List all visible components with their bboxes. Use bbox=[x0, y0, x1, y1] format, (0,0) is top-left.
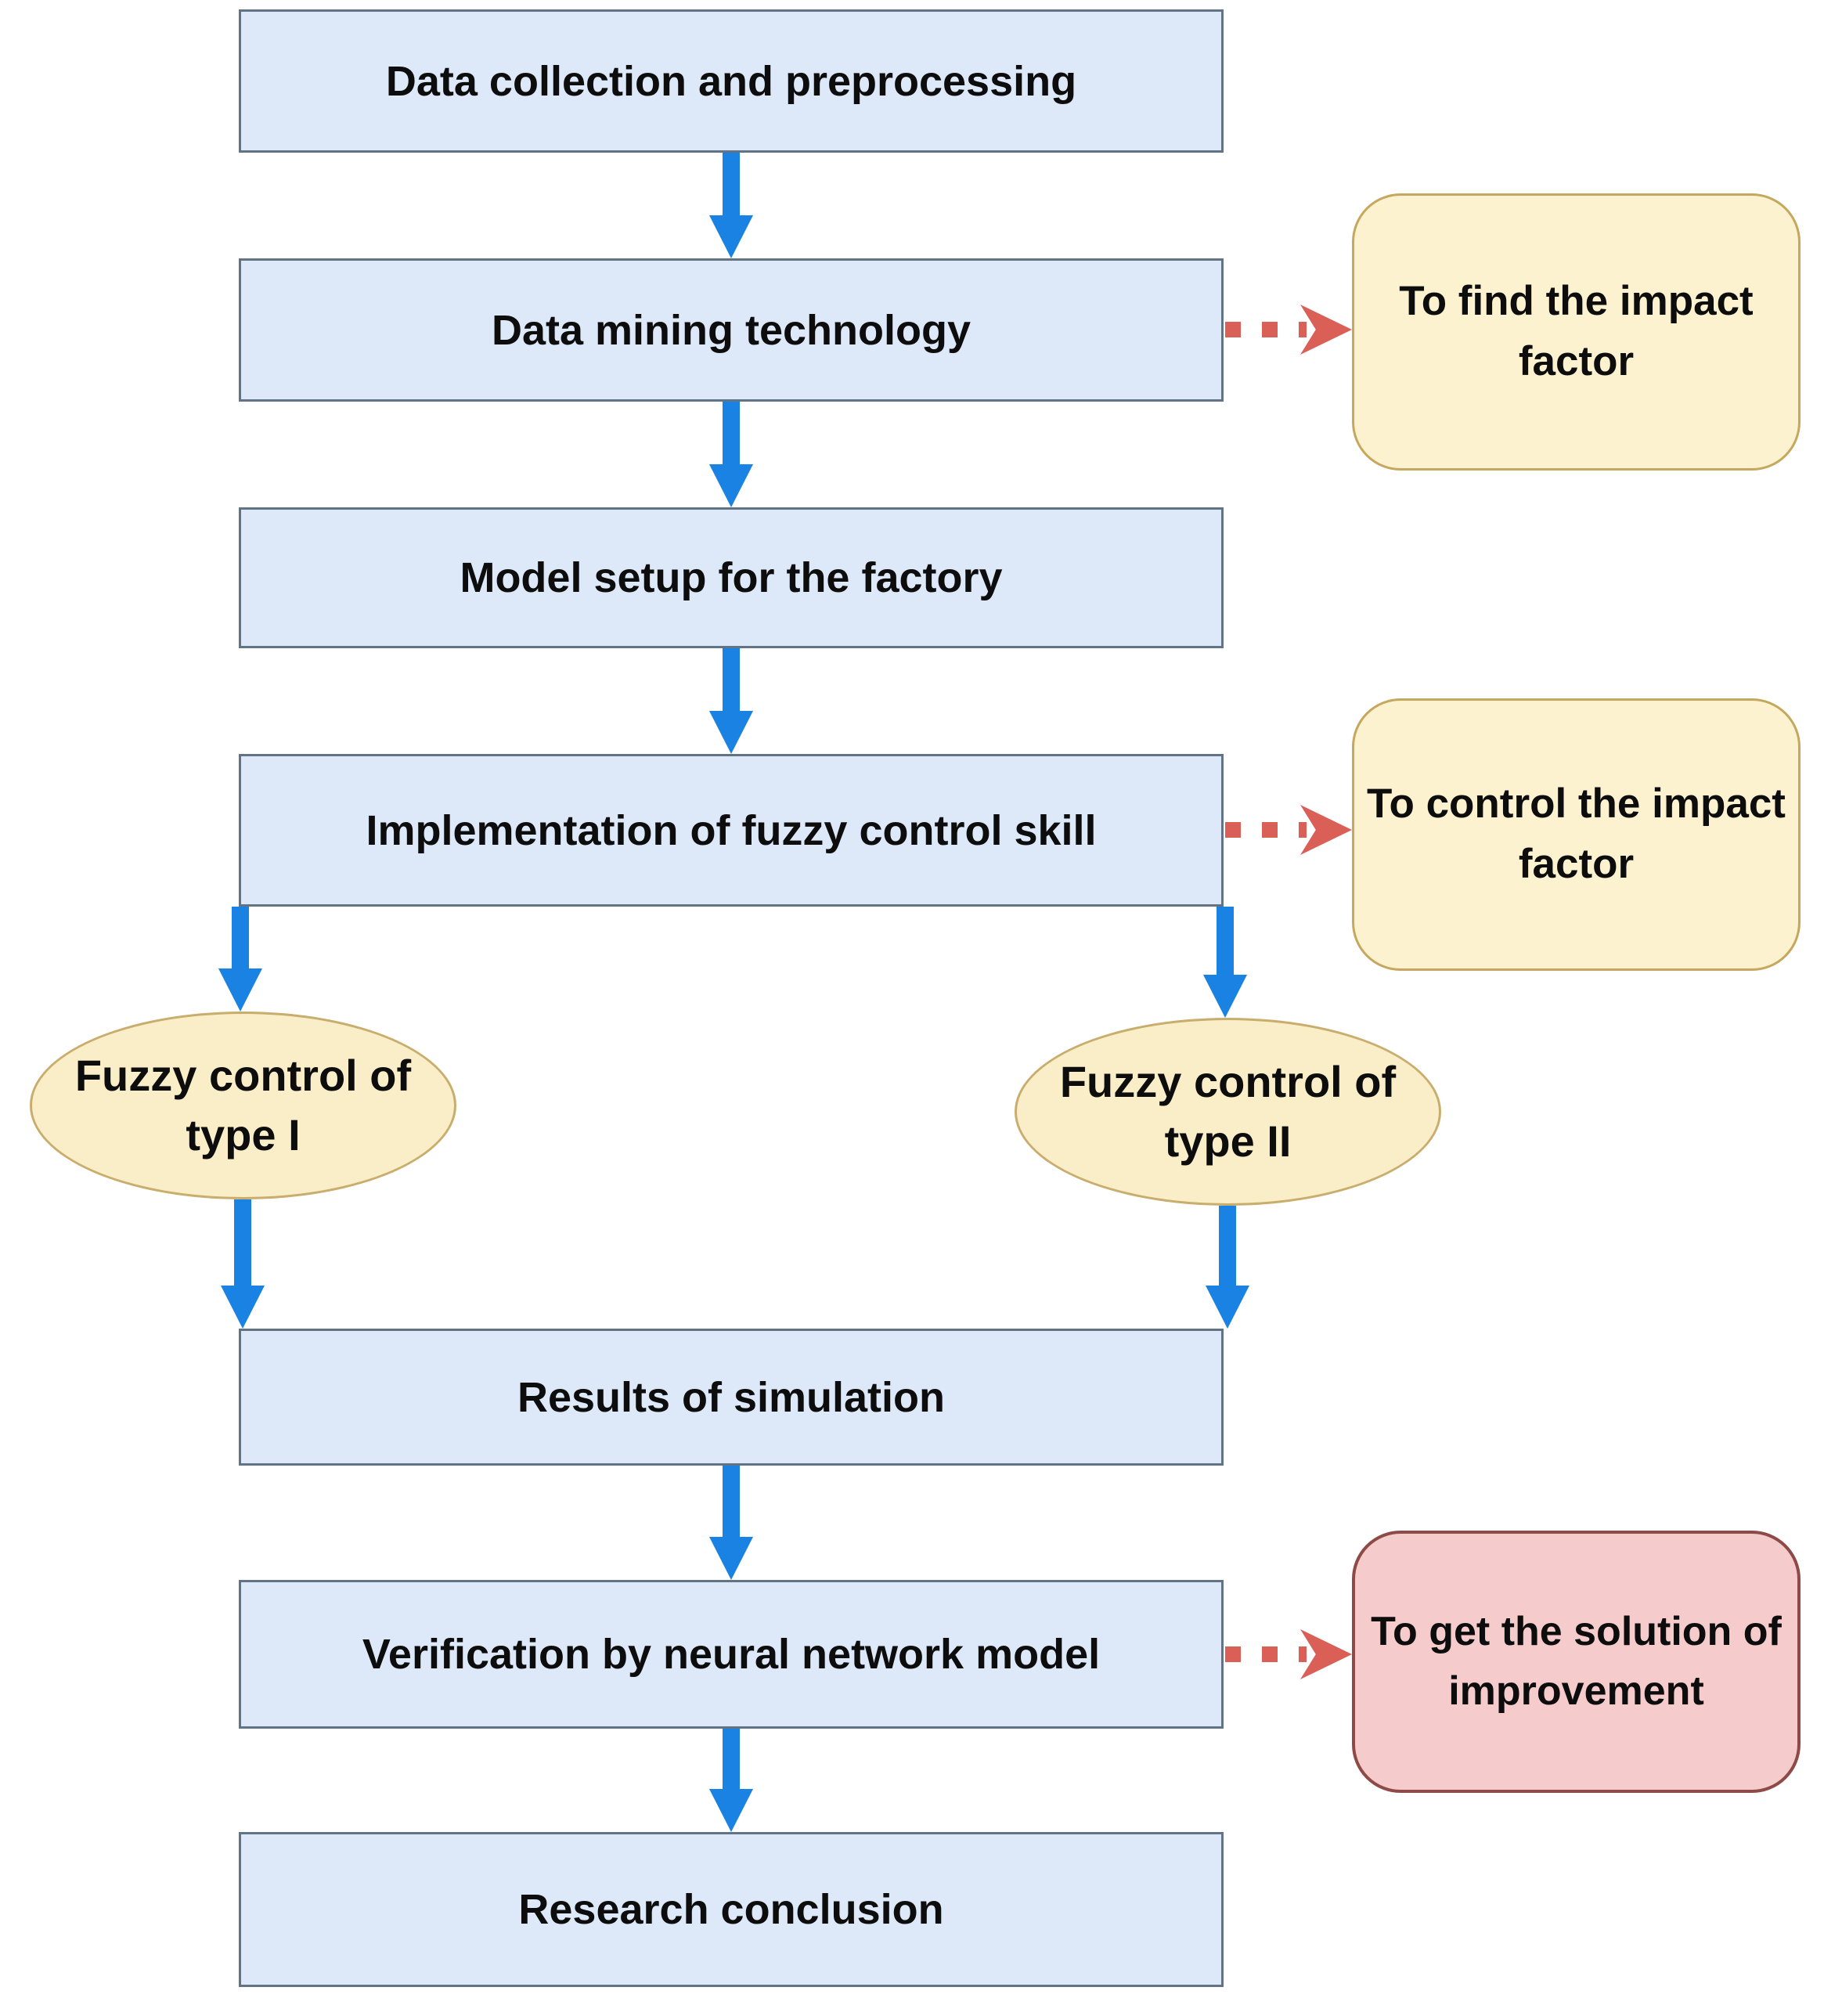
dashed-arrow-right-icon bbox=[1225, 802, 1352, 858]
node-research-conclusion: Research conclusion bbox=[239, 1832, 1224, 1987]
node-fuzzy-type-2: Fuzzy control of type II bbox=[1015, 1018, 1441, 1206]
arrow-head bbox=[221, 1286, 265, 1329]
node-label: Fuzzy control of type II bbox=[1059, 1057, 1397, 1166]
arrow-shaft bbox=[1217, 907, 1234, 980]
flow-arrow-down-icon bbox=[709, 648, 753, 754]
node-label: Data mining technology bbox=[491, 306, 971, 354]
arrow-head bbox=[218, 968, 262, 1012]
node-fuzzy-implementation: Implementation of fuzzy control skill bbox=[239, 754, 1224, 907]
arrow-head bbox=[709, 1789, 753, 1832]
dashed-line bbox=[1225, 822, 1307, 838]
dashed-arrow-right-icon bbox=[1225, 301, 1352, 358]
flow-arrow-down-icon bbox=[709, 1466, 753, 1580]
node-data-mining: Data mining technology bbox=[239, 258, 1224, 402]
flow-arrow-down-icon bbox=[709, 153, 753, 258]
node-fuzzy-type-1: Fuzzy control of type I bbox=[30, 1012, 456, 1199]
arrow-head bbox=[709, 464, 753, 507]
node-label: Data collection and preprocessing bbox=[385, 57, 1077, 105]
node-label: Model setup for the factory bbox=[460, 554, 1003, 601]
note-find-impact-factor: To find the impact factor bbox=[1352, 193, 1801, 471]
arrow-head bbox=[709, 711, 753, 754]
dashed-arrow-right-icon bbox=[1225, 1626, 1352, 1682]
arrow-shaft bbox=[723, 1466, 740, 1542]
arrow-head bbox=[1300, 305, 1352, 355]
node-results-simulation: Results of simulation bbox=[239, 1329, 1224, 1466]
note-label: To get the solution of improvement bbox=[1371, 1609, 1782, 1714]
flow-arrow-down-icon bbox=[1206, 1206, 1249, 1329]
note-label: To control the impact factor bbox=[1367, 781, 1786, 887]
arrow-shaft bbox=[723, 1729, 740, 1794]
arrow-shaft bbox=[1219, 1206, 1236, 1291]
arrow-head bbox=[709, 215, 753, 258]
arrow-head bbox=[1300, 1629, 1352, 1679]
flow-arrow-down-icon bbox=[709, 1729, 753, 1832]
node-model-setup: Model setup for the factory bbox=[239, 507, 1224, 648]
flow-arrow-down-icon bbox=[1203, 907, 1247, 1018]
arrow-head bbox=[1300, 805, 1352, 855]
arrow-shaft bbox=[234, 1199, 251, 1291]
note-control-impact-factor: To control the impact factor bbox=[1352, 698, 1801, 971]
flow-arrow-down-icon bbox=[218, 907, 262, 1012]
node-data-collection: Data collection and preprocessing bbox=[239, 9, 1224, 153]
flow-arrow-down-icon bbox=[709, 402, 753, 507]
flow-arrow-down-icon bbox=[221, 1199, 265, 1329]
note-solution-improvement: To get the solution of improvement bbox=[1352, 1531, 1801, 1793]
dashed-line bbox=[1225, 1646, 1307, 1662]
node-verification: Verification by neural network model bbox=[239, 1580, 1224, 1729]
node-label: Verification by neural network model bbox=[362, 1631, 1101, 1678]
note-label: To find the impact factor bbox=[1399, 278, 1754, 384]
arrow-head bbox=[709, 1537, 753, 1580]
arrow-head bbox=[1203, 975, 1247, 1018]
node-label: Research conclusion bbox=[518, 1886, 944, 1933]
node-label: Results of simulation bbox=[517, 1373, 946, 1421]
arrow-shaft bbox=[232, 907, 249, 974]
node-label: Fuzzy control of type I bbox=[74, 1051, 412, 1159]
arrow-shaft bbox=[723, 648, 740, 716]
dashed-line bbox=[1225, 322, 1307, 337]
arrow-head bbox=[1206, 1286, 1249, 1329]
arrow-shaft bbox=[723, 402, 740, 470]
node-label: Implementation of fuzzy control skill bbox=[366, 806, 1097, 854]
arrow-shaft bbox=[723, 153, 740, 221]
